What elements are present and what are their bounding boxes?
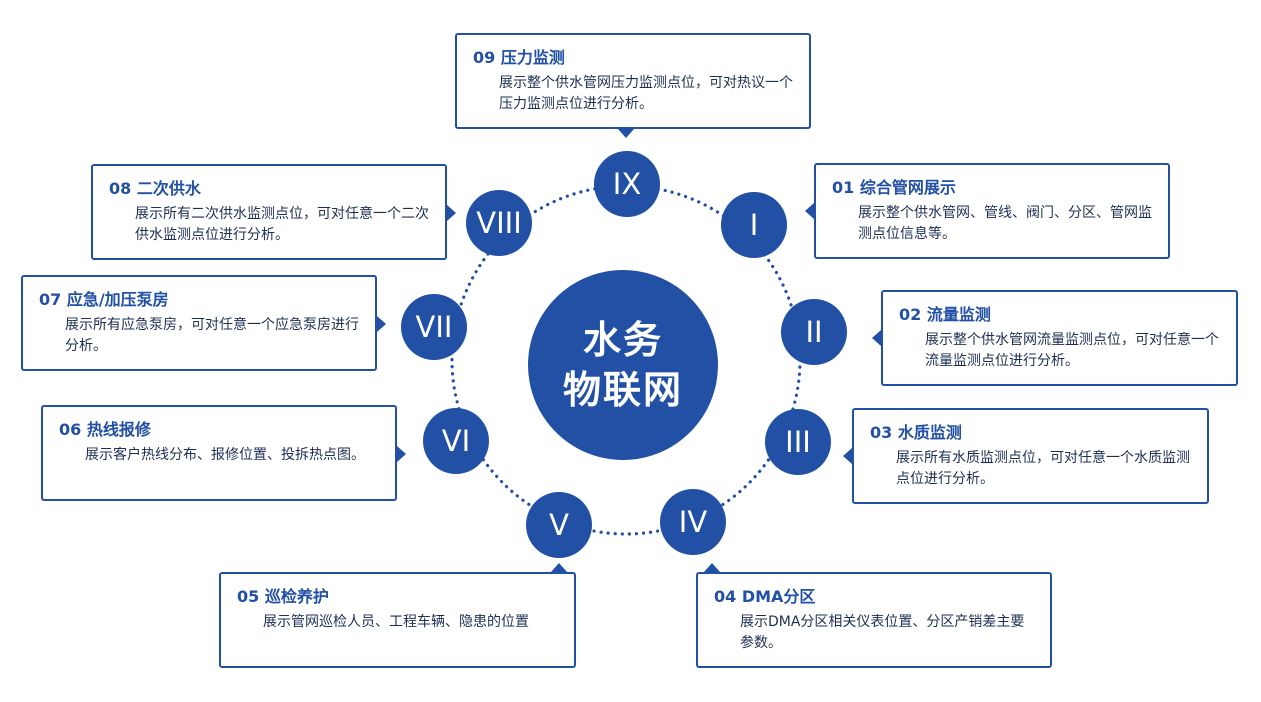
- card-06[interactable]: 06 热线报修 展示客户热线分布、报修位置、投拆热点图。: [41, 405, 397, 501]
- card-09-title: 09 压力监测: [473, 48, 565, 67]
- card-03[interactable]: 03 水质监测 展示所有水质监测点位，可对任意一个水质监测点位进行分析。: [852, 408, 1209, 504]
- node-1[interactable]: I: [721, 192, 787, 258]
- card-09-pointer: [618, 129, 634, 138]
- card-07-pointer: [377, 316, 386, 332]
- card-02-title: 02 流量监测: [899, 305, 991, 324]
- node-2-numeral: II: [805, 315, 823, 349]
- card-04-pointer: [704, 563, 720, 572]
- card-08-pointer: [447, 205, 456, 221]
- node-5[interactable]: V: [526, 492, 592, 558]
- card-03-desc: 展示所有水质监测点位，可对任意一个水质监测点位进行分析。: [896, 450, 1190, 487]
- card-05-title: 05 巡检养护: [237, 587, 329, 606]
- node-9-numeral: IX: [612, 167, 642, 201]
- node-8[interactable]: VIII: [466, 190, 532, 256]
- card-05-pointer: [551, 563, 567, 572]
- card-01-desc: 展示整个供水管网、管线、阀门、分区、管网监测点位信息等。: [858, 205, 1152, 242]
- node-8-numeral: VIII: [476, 206, 522, 240]
- card-02-pointer: [872, 330, 881, 346]
- card-03-pointer: [843, 448, 852, 464]
- card-09[interactable]: 09 压力监测 展示整个供水管网压力监测点位，可对热议一个压力监测点位进行分析。: [455, 33, 811, 129]
- card-06-pointer: [397, 446, 406, 462]
- card-05-desc: 展示管网巡检人员、工程车辆、隐患的位置: [263, 614, 529, 630]
- card-01-title: 01 综合管网展示: [832, 178, 956, 197]
- card-06-desc: 展示客户热线分布、报修位置、投拆热点图。: [85, 447, 365, 463]
- node-4[interactable]: IV: [660, 489, 726, 555]
- node-7-numeral: VII: [415, 310, 453, 344]
- node-4-numeral: IV: [678, 505, 708, 539]
- node-7[interactable]: VII: [401, 294, 467, 360]
- card-09-desc: 展示整个供水管网压力监测点位，可对热议一个压力监测点位进行分析。: [499, 75, 793, 112]
- card-02-desc: 展示整个供水管网流量监测点位，可对任意一个流量监测点位进行分析。: [925, 332, 1219, 369]
- node-5-numeral: V: [549, 508, 569, 542]
- card-04[interactable]: 04 DMA分区 展示DMA分区相关仪表位置、分区产销差主要参数。: [696, 572, 1052, 668]
- card-04-title: 04 DMA分区: [714, 587, 816, 606]
- card-07[interactable]: 07 应急/加压泵房 展示所有应急泵房，可对任意一个应急泵房进行分析。: [21, 275, 377, 371]
- node-6[interactable]: VI: [423, 408, 489, 474]
- node-2[interactable]: II: [781, 299, 847, 365]
- center-hub: 水务 物联网: [528, 270, 718, 460]
- card-01-pointer: [805, 203, 814, 219]
- card-08-title: 08 二次供水: [109, 179, 201, 198]
- node-1-numeral: I: [749, 208, 759, 242]
- card-07-desc: 展示所有应急泵房，可对任意一个应急泵房进行分析。: [65, 317, 359, 354]
- card-06-title: 06 热线报修: [59, 420, 151, 439]
- center-title-line2: 物联网: [562, 368, 683, 412]
- card-04-desc: 展示DMA分区相关仪表位置、分区产销差主要参数。: [740, 614, 1025, 651]
- card-02[interactable]: 02 流量监测 展示整个供水管网流量监测点位，可对任意一个流量监测点位进行分析。: [881, 290, 1238, 386]
- node-3[interactable]: III: [765, 409, 831, 475]
- card-07-title: 07 应急/加压泵房: [39, 290, 169, 309]
- card-08[interactable]: 08 二次供水 展示所有二次供水监测点位，可对任意一个二次供水监测点位进行分析。: [91, 164, 447, 260]
- card-01[interactable]: 01 综合管网展示 展示整个供水管网、管线、阀门、分区、管网监测点位信息等。: [814, 163, 1170, 259]
- card-08-desc: 展示所有二次供水监测点位，可对任意一个二次供水监测点位进行分析。: [135, 206, 429, 243]
- card-05[interactable]: 05 巡检养护 展示管网巡检人员、工程车辆、隐患的位置: [219, 572, 576, 668]
- center-title-line1: 水务: [582, 318, 663, 362]
- node-9[interactable]: IX: [594, 151, 660, 217]
- card-03-title: 03 水质监测: [870, 423, 962, 442]
- node-6-numeral: VI: [441, 424, 471, 458]
- node-3-numeral: III: [785, 425, 811, 459]
